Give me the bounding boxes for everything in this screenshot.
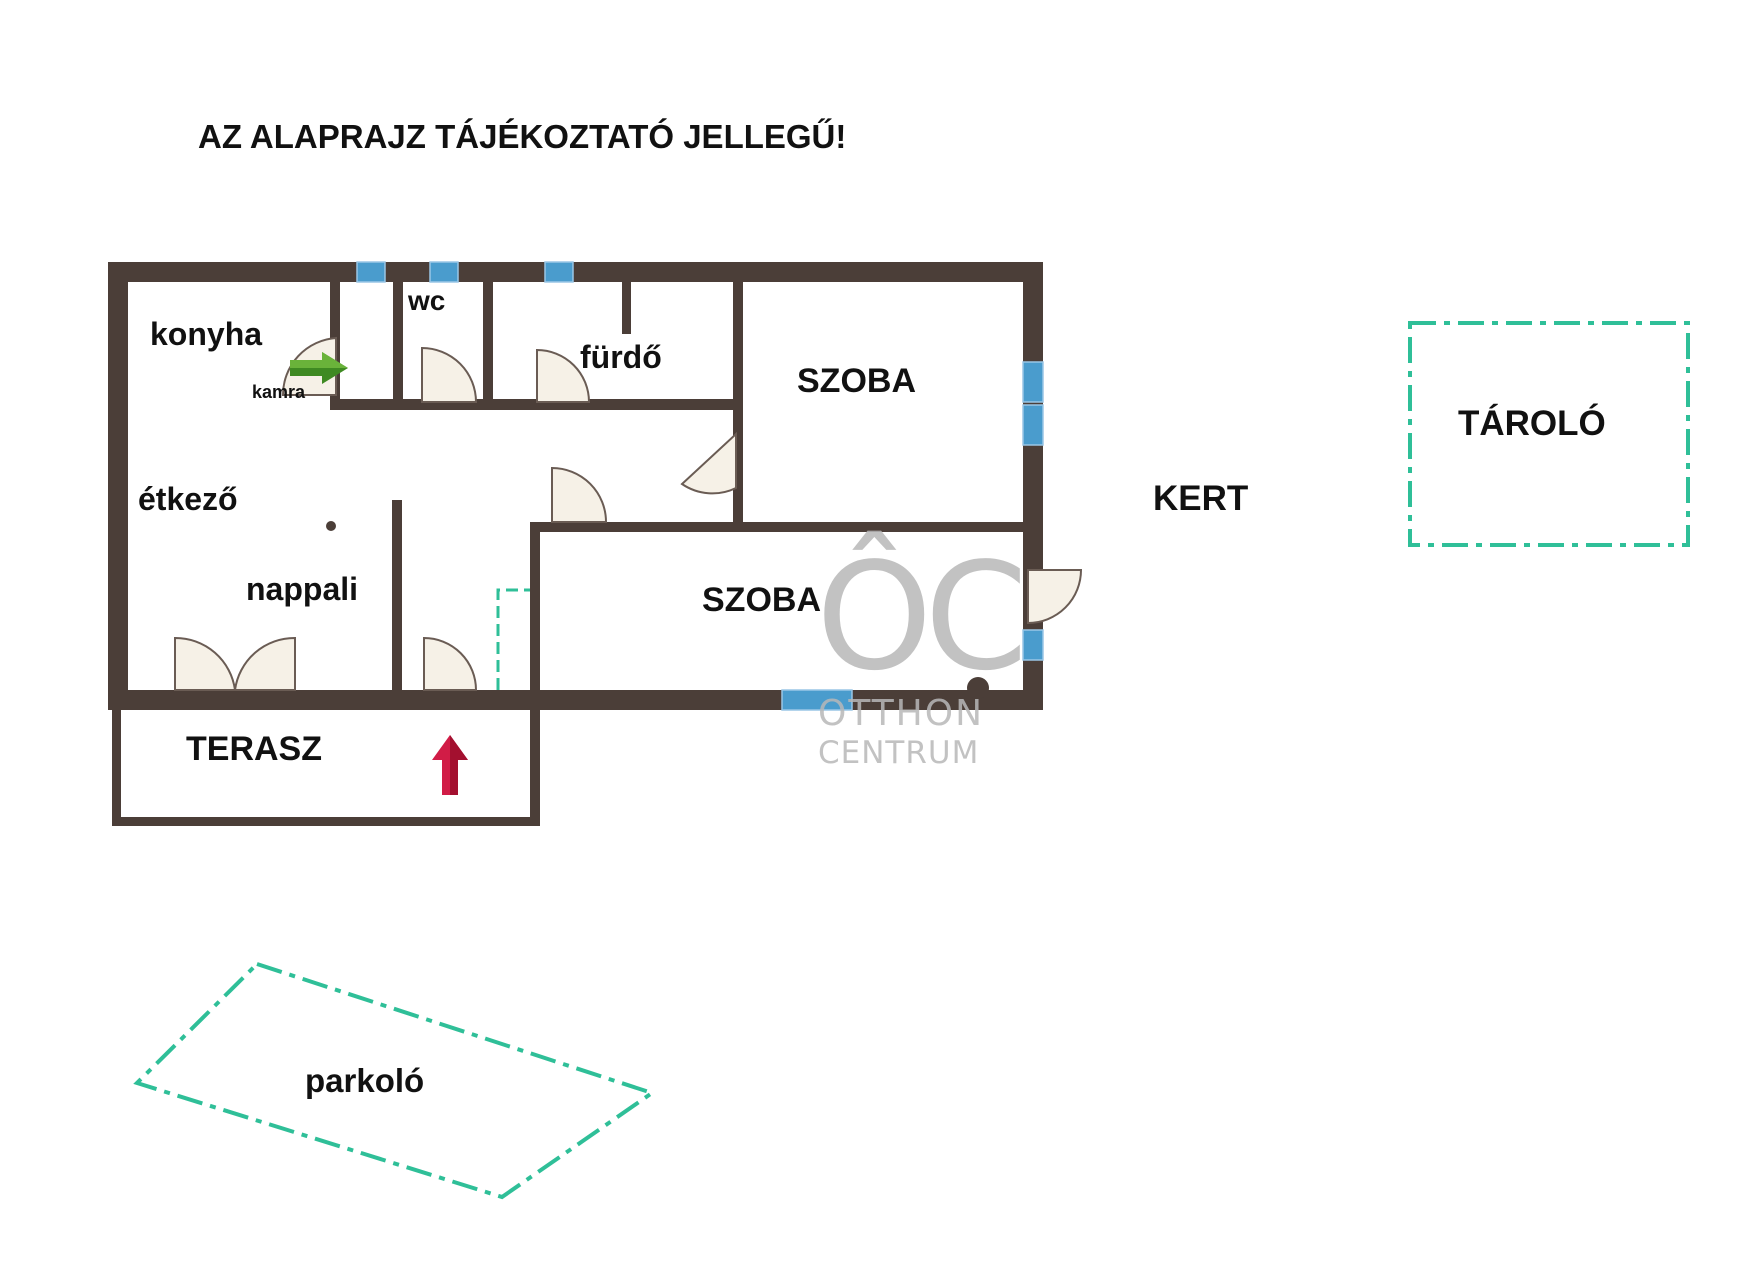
wall-wc-furdo [483, 282, 493, 402]
wall-outer-top [108, 262, 1043, 282]
room-label-furdo: fürdő [580, 339, 662, 375]
door-garden [1027, 569, 1083, 625]
windows [356, 261, 1044, 711]
wall-outer-left [108, 262, 128, 710]
window-furdo [544, 261, 574, 283]
watermark-line2: CENTRUM [818, 735, 979, 771]
window-kamra [356, 261, 386, 283]
door-szoba-top [680, 431, 737, 495]
label-parkolo: parkoló [305, 1062, 424, 1099]
wall-terasz-bottom [112, 817, 540, 826]
door-furdo [536, 348, 591, 403]
wall-terasz-right [530, 708, 540, 826]
watermark-line1: OTTHON [818, 693, 984, 734]
plan-notice: AZ ALAPRAJZ TÁJÉKOZTATÓ JELLEGŰ! [198, 118, 846, 155]
window-szoba-right-2 [1022, 404, 1044, 446]
column-dot [326, 521, 336, 531]
door-terrace-left [174, 636, 237, 691]
room-label-szoba-top: SZOBA [797, 362, 916, 400]
wall-szoba-divider [733, 522, 1023, 532]
wall-strip-bottom [330, 399, 735, 410]
arrow-up-icon [432, 735, 468, 795]
parkolo-outline [133, 961, 657, 1200]
wall-corridor-horizontal [530, 522, 743, 532]
wall-nappali-divider [392, 500, 402, 700]
wall-furdo-szoba [733, 282, 743, 527]
label-tarolo: TÁROLÓ [1458, 403, 1606, 443]
window-szoba-right-3 [1022, 629, 1044, 661]
wall-furdo-stub [622, 282, 631, 334]
watermark-monogram: ÔC [816, 530, 1020, 703]
otthon-centrum-watermark: ÔC OTTHON CENTRUM [816, 530, 1028, 771]
door-nappali-corridor [423, 636, 478, 691]
corridor-step-line [496, 588, 530, 690]
door-terrace-right [233, 636, 296, 691]
room-label-konyha: konyha [150, 316, 262, 352]
room-label-etkezo: étkező [138, 481, 238, 517]
door-wc [421, 346, 478, 403]
tarolo-outline [1408, 321, 1690, 547]
label-kert: KERT [1153, 479, 1248, 518]
room-label-nappali: nappali [246, 571, 358, 607]
window-wc [429, 261, 459, 283]
window-szoba-bottom [781, 689, 853, 711]
column-dot-corner [967, 677, 989, 699]
window-szoba-right-1 [1022, 361, 1044, 403]
wall-kamra-wc [393, 282, 403, 402]
room-label-terasz: TERASZ [186, 730, 322, 768]
arrow-right-icon [290, 352, 348, 384]
wall-terasz-left [112, 708, 121, 826]
room-label-kamra: kamra [252, 382, 306, 402]
wall-szoba-bottom-left [530, 522, 540, 700]
room-label-wc: wc [407, 285, 445, 316]
door-corridor [551, 466, 608, 523]
room-label-szoba-bottom: SZOBA [702, 581, 821, 619]
